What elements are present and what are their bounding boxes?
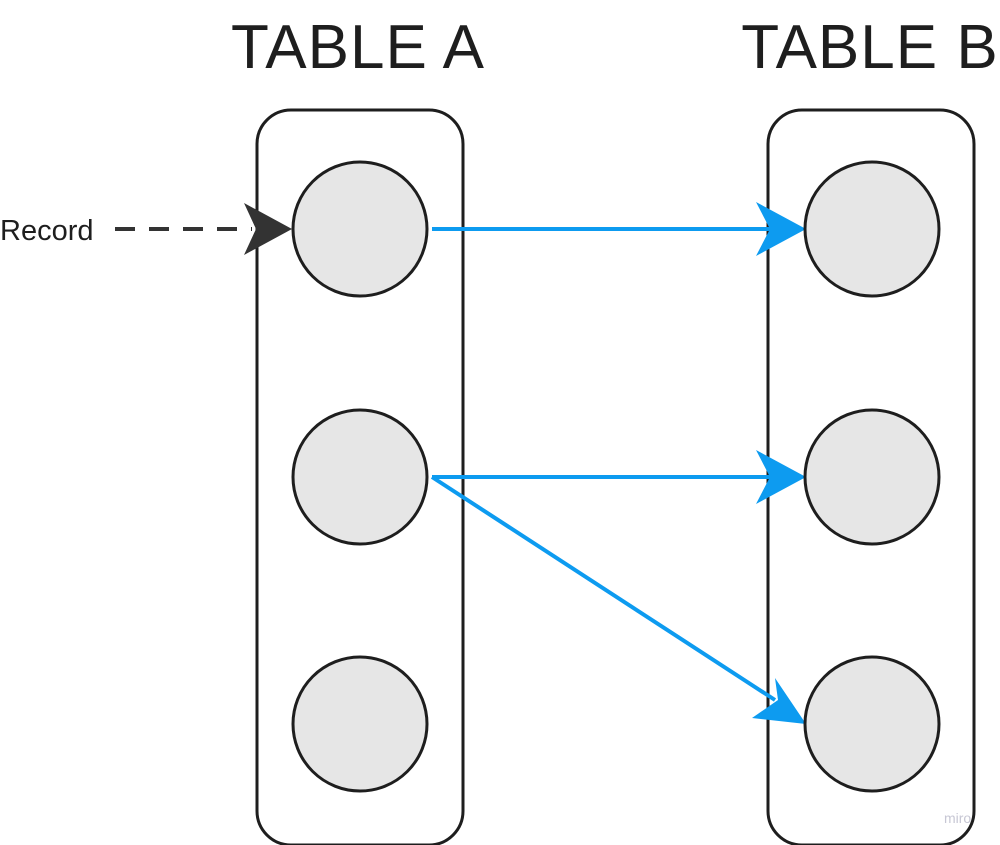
table-a-record-1 bbox=[291, 160, 429, 298]
table-a-record-3 bbox=[291, 655, 429, 793]
record-input-arrowhead bbox=[244, 203, 292, 255]
table-b-title: TABLE B bbox=[741, 13, 998, 82]
links-group bbox=[430, 202, 806, 724]
record-label: Record bbox=[0, 215, 94, 247]
link-a1-b2-line bbox=[430, 475, 777, 702]
miro-watermark: miro bbox=[944, 810, 971, 826]
table-b-record-1 bbox=[803, 160, 941, 298]
table-b-record-2 bbox=[803, 408, 941, 546]
link-a1-b2-arrowhead bbox=[752, 678, 806, 724]
link-a1-b1-arrowhead bbox=[756, 450, 806, 504]
table-b-record-3 bbox=[803, 655, 941, 793]
table-a-record-2 bbox=[291, 408, 429, 546]
link-a0-b0-arrowhead bbox=[756, 202, 806, 256]
table-a-title: TABLE A bbox=[231, 13, 485, 82]
